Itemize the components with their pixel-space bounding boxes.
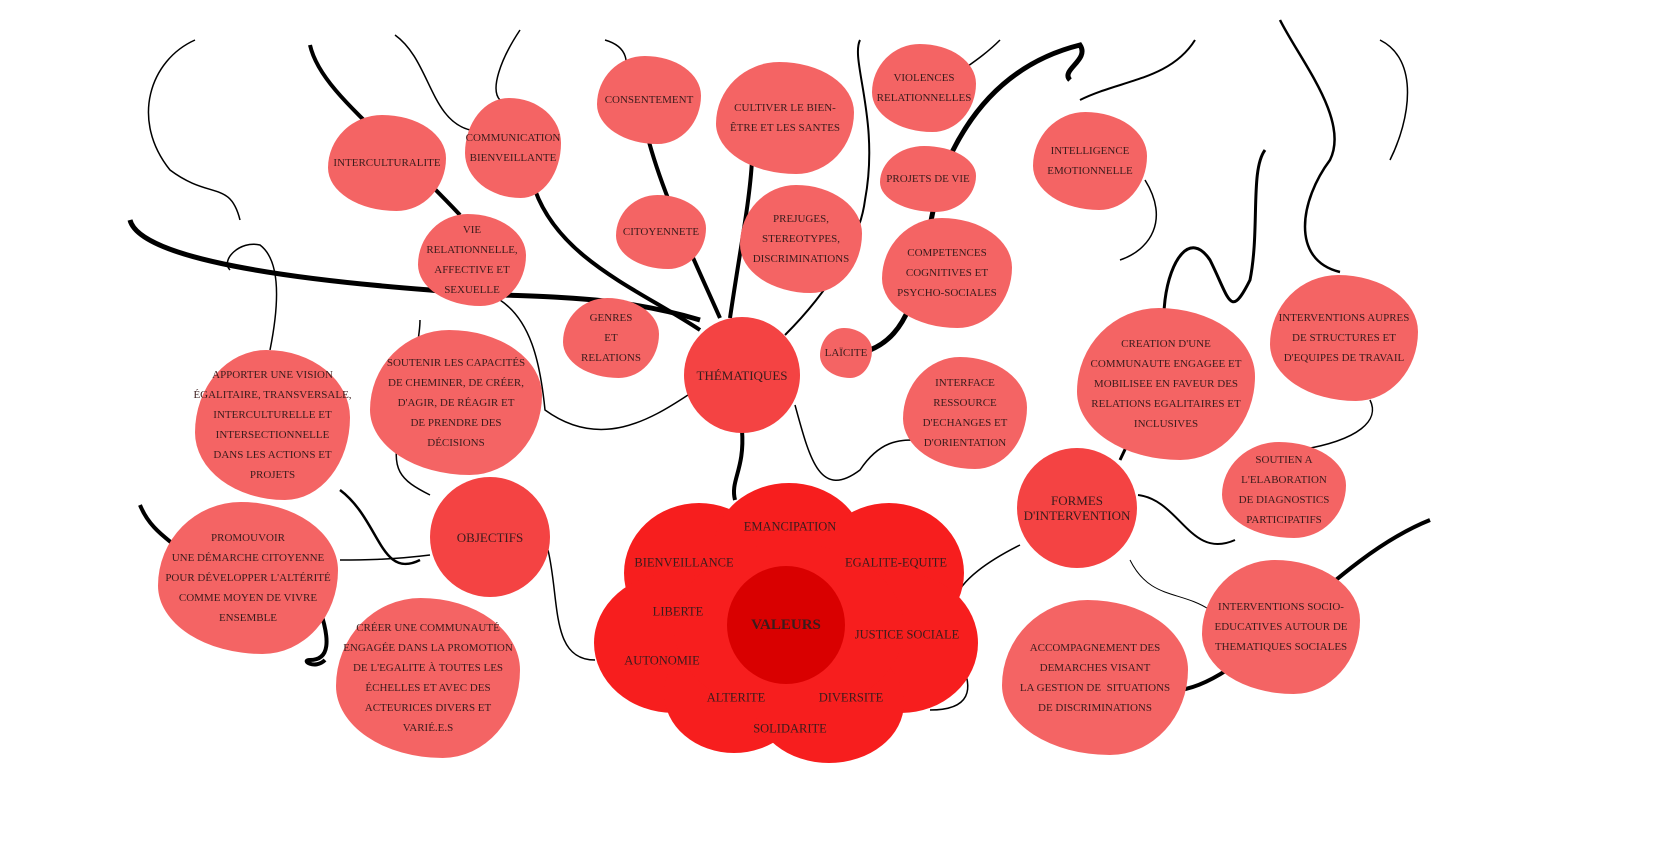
node-creation-communaute[interactable]: CREATION D'UNE COMMUNAUTE ENGAGEE ET MOB… <box>1066 308 1266 460</box>
node-cultiver-bien-etre[interactable]: CULTIVER LE BIEN- ÊTRE ET LES SANTES <box>707 62 863 174</box>
node-violences-relationnelles[interactable]: VIOLENCES RELATIONNELLES <box>865 44 983 132</box>
node-interventions-aupres[interactable]: INTERVENTIONS AUPRES DE STRUCTURES ET D'… <box>1261 275 1427 401</box>
value-bienveillance: BIENVEILLANCE <box>634 555 734 570</box>
node-interculturalite[interactable]: INTERCULTURALITE <box>320 115 454 211</box>
value-solidarite: SOLIDARITE <box>753 721 827 736</box>
value-justice-sociale: JUSTICE SOCIALE <box>854 627 960 642</box>
node-competences[interactable]: COMPETENCES COGNITIVES ET PSYCHO-SOCIALE… <box>874 218 1020 328</box>
node-creer-communaute[interactable]: CRÉER UNE COMMUNAUTÉ ENGAGÉE DANS LA PRO… <box>324 598 532 758</box>
hub-formes-intervention[interactable]: FORMES D'INTERVENTION <box>1017 448 1137 568</box>
node-apporter-vision[interactable]: APPORTER UNE VISION ÉGALITAIRE, TRANSVER… <box>185 350 360 500</box>
node-interventions-socio[interactable]: INTERVENTIONS SOCIO- EDUCATIVES AUTOUR D… <box>1192 560 1370 694</box>
value-liberte: LIBERTE <box>652 604 704 619</box>
node-interface-ressource[interactable]: INTERFACE RESSOURCE D'ECHANGES ET D'ORIE… <box>895 357 1035 469</box>
node-genres-relations[interactable]: GENRES ET RELATIONS <box>557 298 665 378</box>
node-consentement[interactable]: CONSENTEMENT <box>590 56 708 144</box>
node-prejuges[interactable]: PREJUGES, STEREOTYPES, DISCRIMINATIONS <box>732 185 870 293</box>
node-promouvoir[interactable]: PROMOUVOIR UNE DÉMARCHE CITOYENNE POUR D… <box>147 502 349 654</box>
hub-objectifs[interactable]: OBJECTIFS <box>430 477 550 597</box>
value-emancipation: EMANCIPATION <box>743 519 837 534</box>
node-soutenir-capacites[interactable]: SOUTENIR LES CAPACITÉS DE CHEMINER, DE C… <box>359 330 553 475</box>
value-autonomie: AUTONOMIE <box>624 653 700 668</box>
node-communication-bienveillante[interactable]: COMMUNICATION BIENVEILLANTE <box>459 98 567 198</box>
node-laicite[interactable]: LAÏCITE <box>816 328 876 378</box>
node-accompagnement[interactable]: ACCOMPAGNEMENT DES DEMARCHES VISANT LA G… <box>990 600 1200 755</box>
node-soutien-diagnostics[interactable]: SOUTIEN A L'ELABORATION DE DIAGNOSTICS P… <box>1214 442 1354 538</box>
value-diversite: DIVERSITE <box>818 690 884 705</box>
hub-valeurs[interactable]: VALEURS <box>727 566 845 684</box>
hub-thematiques[interactable]: THÉMATIQUES <box>684 317 800 433</box>
value-egalite-equite: EGALITE-EQUITE <box>844 555 948 570</box>
node-citoyennete[interactable]: CITOYENNETE <box>610 195 712 269</box>
value-alterite: ALTERITE <box>706 690 766 705</box>
node-vie-relationnelle[interactable]: VIE RELATIONNELLE, AFFECTIVE ET SEXUELLE <box>411 214 533 306</box>
node-intelligence-emotionnelle[interactable]: INTELLIGENCE EMOTIONNELLE <box>1026 112 1154 210</box>
node-projets-de-vie[interactable]: PROJETS DE VIE <box>874 146 982 212</box>
